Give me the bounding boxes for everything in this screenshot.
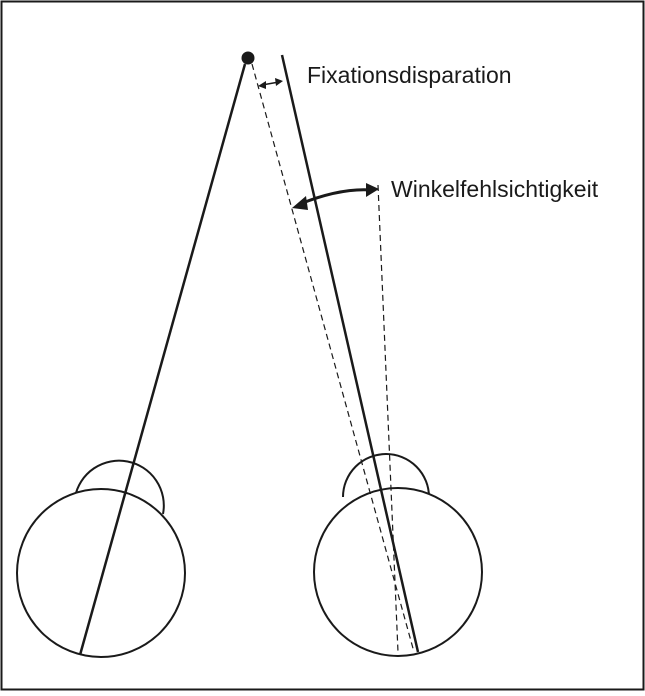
right-eye bbox=[313, 453, 483, 657]
fixation-point bbox=[241, 51, 255, 65]
left-eye-visual-axis bbox=[78, 63, 247, 656]
angular-error-arrow bbox=[292, 183, 379, 210]
right-eye-actual-axis bbox=[280, 54, 420, 653]
right-eye-ideal-axis bbox=[251, 63, 415, 653]
right-eye-deviation-axis bbox=[377, 184, 399, 653]
left-eye-globe bbox=[16, 488, 186, 658]
right-eye-globe bbox=[313, 487, 483, 657]
right-eye-cornea bbox=[342, 453, 430, 498]
label-angular-error: Winkelfehlsichtigkeit bbox=[391, 176, 599, 202]
left-eye bbox=[16, 459, 186, 658]
fixation-disparity-arrow bbox=[258, 78, 283, 89]
label-fixation-disparity: Fixationsdisparation bbox=[307, 62, 512, 88]
